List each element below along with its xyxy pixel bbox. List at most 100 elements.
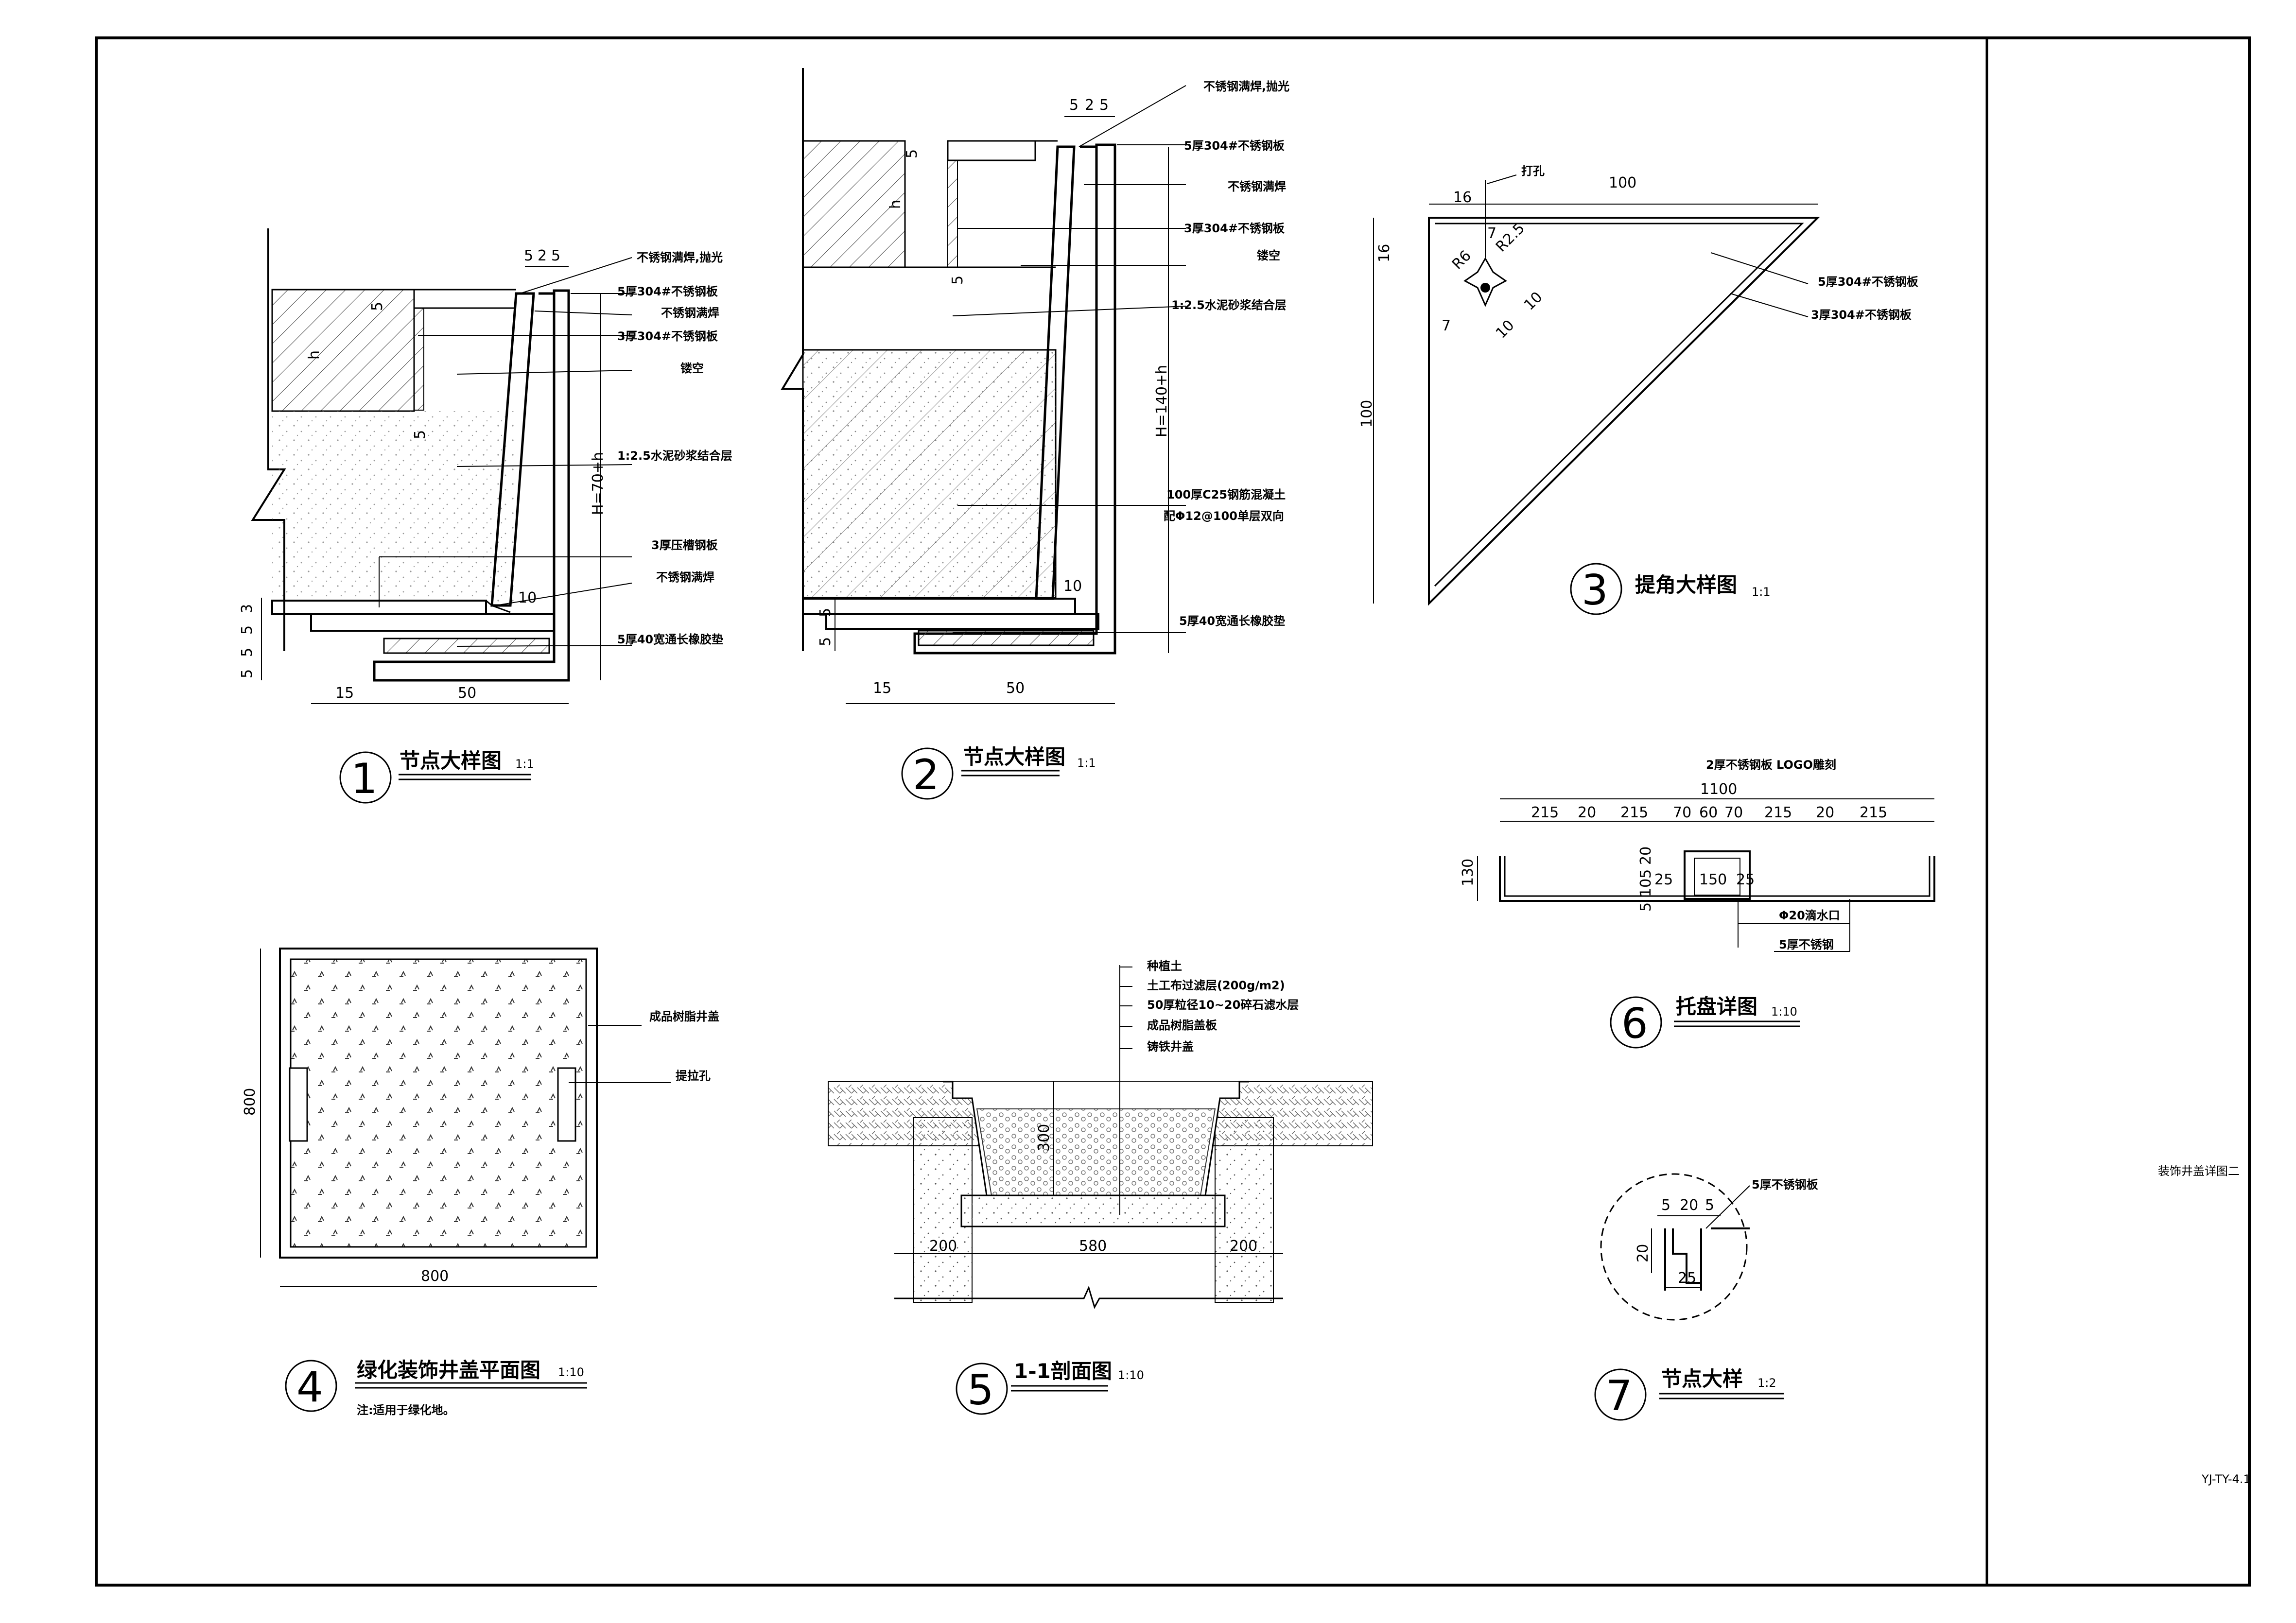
d5-title-number: 5	[967, 1366, 994, 1415]
d3-dim-r6: R6	[1449, 247, 1475, 273]
d7-dim-top-5a: 5	[1661, 1197, 1670, 1214]
d2-dim-H: H=140+h	[1153, 365, 1170, 437]
d2-note-5: 镂空	[1257, 249, 1280, 262]
d5-note-2: 土工布过滤层(200g/m2)	[1147, 979, 1285, 992]
d6-scale: 1:10	[1771, 1005, 1797, 1019]
d2-dim-5a: 5	[904, 149, 921, 158]
d3-dim-16-top: 16	[1453, 189, 1472, 206]
d1-dim-left-4: 3	[239, 604, 256, 613]
d1-dim-top-1: 5	[524, 247, 533, 264]
d6-dim-w25a: 25	[1654, 871, 1673, 888]
d2-note-2: 5厚304#不锈钢板	[1184, 139, 1285, 153]
d6-dim-part-5: 60	[1699, 804, 1718, 821]
d6-title: 托盘详图	[1676, 995, 1757, 1019]
d3-dim-10b: 10	[1521, 289, 1546, 314]
d5-note-5: 铸铁井盖	[1147, 1040, 1194, 1053]
d5-note-1: 种植土	[1147, 959, 1182, 973]
d6-note-2: Φ20滴水口	[1779, 909, 1840, 922]
d3-dim-10a: 10	[1493, 317, 1518, 342]
d1-dim-left-1: 5	[239, 669, 256, 678]
d2-dim-h: h	[887, 200, 904, 209]
d2-dim-10: 10	[1063, 578, 1082, 595]
d2-dim-top-1: 5	[1069, 97, 1078, 114]
d3-note-3: 3厚304#不锈钢板	[1811, 308, 1912, 322]
d5-note-3: 50厚粒径10~20碎石滤水层	[1147, 998, 1299, 1012]
d6-note-1: 2厚不锈钢板 LOGO雕刻	[1706, 758, 1836, 772]
detail-3-corner-detail: 16 100 16 100 7 7 R6 R2.5 10 10 打孔 5厚304…	[1358, 164, 1919, 615]
d6-dim-v5: 5	[1637, 902, 1654, 912]
d3-dim-7b: 7	[1442, 317, 1451, 334]
d1-dim-left-3: 5	[239, 625, 256, 635]
d4-dim-height: 800	[242, 1088, 259, 1116]
d2-dim-top-2: 2	[1085, 97, 1094, 114]
sheet-frame: 装饰井盖详图二 YJ-TY-4.1	[95, 36, 2251, 1587]
d1-note-2: 5厚304#不锈钢板	[617, 285, 718, 298]
d7-note-1: 5厚不锈钢板	[1752, 1178, 1819, 1191]
d2-dim-5b: 5	[949, 276, 966, 285]
d2-note-7: 100厚C25钢筋混凝土	[1166, 488, 1286, 501]
d1-note-9: 5厚40宽通长橡胶垫	[617, 633, 723, 646]
d6-dim-w150: 150	[1699, 871, 1727, 888]
d1-note-7: 3厚压槽钢板	[651, 538, 718, 552]
d6-note-3: 5厚不锈钢	[1779, 938, 1834, 951]
d1-dim-5b: 5	[412, 430, 429, 439]
d3-title: 提角大样图	[1635, 573, 1737, 597]
d5-note-4: 成品树脂盖板	[1147, 1019, 1218, 1032]
d3-note-2: 5厚304#不锈钢板	[1818, 275, 1919, 289]
d6-dim-part-8: 20	[1816, 804, 1834, 821]
d1-dim-top-3: 5	[551, 247, 560, 264]
d6-dim-part-3: 215	[1620, 804, 1648, 821]
d2-note-9: 5厚40宽通长橡胶垫	[1179, 614, 1285, 628]
d4-footnote: 注:适用于绿化地。	[357, 1403, 455, 1417]
d1-note-8: 不锈钢满焊	[656, 570, 714, 584]
d7-scale: 1:2	[1757, 1376, 1776, 1390]
d4-title-number: 4	[296, 1363, 323, 1412]
d6-dim-part-9: 215	[1860, 804, 1887, 821]
d3-scale: 1:1	[1752, 585, 1771, 599]
d2-note-4: 3厚304#不锈钢板	[1184, 222, 1285, 235]
d2-dim-left-1: 5	[817, 637, 834, 646]
d7-dim-top-5b: 5	[1705, 1197, 1714, 1214]
d3-dim-16-left: 16	[1376, 244, 1393, 262]
d6-dim-part-2: 20	[1578, 804, 1596, 821]
d5-scale: 1:10	[1118, 1368, 1144, 1382]
d2-note-8: 配Φ12@100单层双向	[1164, 509, 1284, 523]
d6-dim-part-6: 70	[1724, 804, 1743, 821]
d2-title-number: 2	[913, 751, 939, 799]
d3-dim-100-left: 100	[1358, 400, 1375, 428]
d4-title: 绿化装饰井盖平面图	[357, 1358, 540, 1382]
d6-dim-part-1: 215	[1531, 804, 1559, 821]
d5-title: 1-1剖面图	[1014, 1359, 1112, 1383]
d4-dim-width: 800	[421, 1268, 449, 1285]
d4-note-1: 成品树脂井盖	[649, 1010, 719, 1023]
d1-scale: 1:1	[515, 757, 534, 771]
d5-dim-depth: 300	[1036, 1124, 1053, 1152]
d1-dim-left-2: 5	[239, 648, 256, 657]
d2-note-6: 1:2.5水泥砂浆结合层	[1171, 298, 1287, 312]
d1-title: 节点大样图	[400, 749, 502, 773]
d3-note-1: 打孔	[1521, 164, 1545, 178]
detail-2-node-section: 5 2 5 h 5 5 H=140+h 10 5 5 15 50 不锈钢满焊,抛…	[781, 68, 1289, 800]
d1-dim-H: H=70+h	[590, 452, 607, 515]
d6-dim-v20: 20	[1637, 846, 1654, 865]
d7-dim-height: 20	[1635, 1244, 1652, 1262]
d6-dim-total: 1100	[1700, 781, 1737, 798]
d1-note-4: 3厚304#不锈钢板	[617, 329, 718, 343]
d7-title: 节点大样	[1661, 1367, 1743, 1391]
detail-5-section-1-1: 300 200 580 200 种植土 土工布过滤层(200g/m2) 50厚粒…	[828, 959, 1373, 1415]
d4-note-2: 提拉孔	[676, 1069, 711, 1083]
d1-dim-5a: 5	[369, 302, 386, 311]
d3-dim-7a: 7	[1487, 225, 1496, 242]
d1-dim-top-2: 2	[538, 247, 547, 264]
d1-dim-bottom-50: 50	[458, 685, 476, 702]
d2-scale: 1:1	[1077, 756, 1096, 770]
d1-title-number: 1	[351, 755, 378, 803]
d5-dim-580: 580	[1079, 1238, 1107, 1255]
d2-dim-bottom-50: 50	[1006, 680, 1025, 697]
d5-dim-200-left: 200	[929, 1238, 957, 1255]
d2-dim-top-3: 5	[1099, 97, 1109, 114]
d4-scale: 1:10	[558, 1365, 584, 1379]
d3-dim-100-top: 100	[1609, 174, 1636, 191]
d1-note-5: 镂空	[680, 362, 704, 375]
